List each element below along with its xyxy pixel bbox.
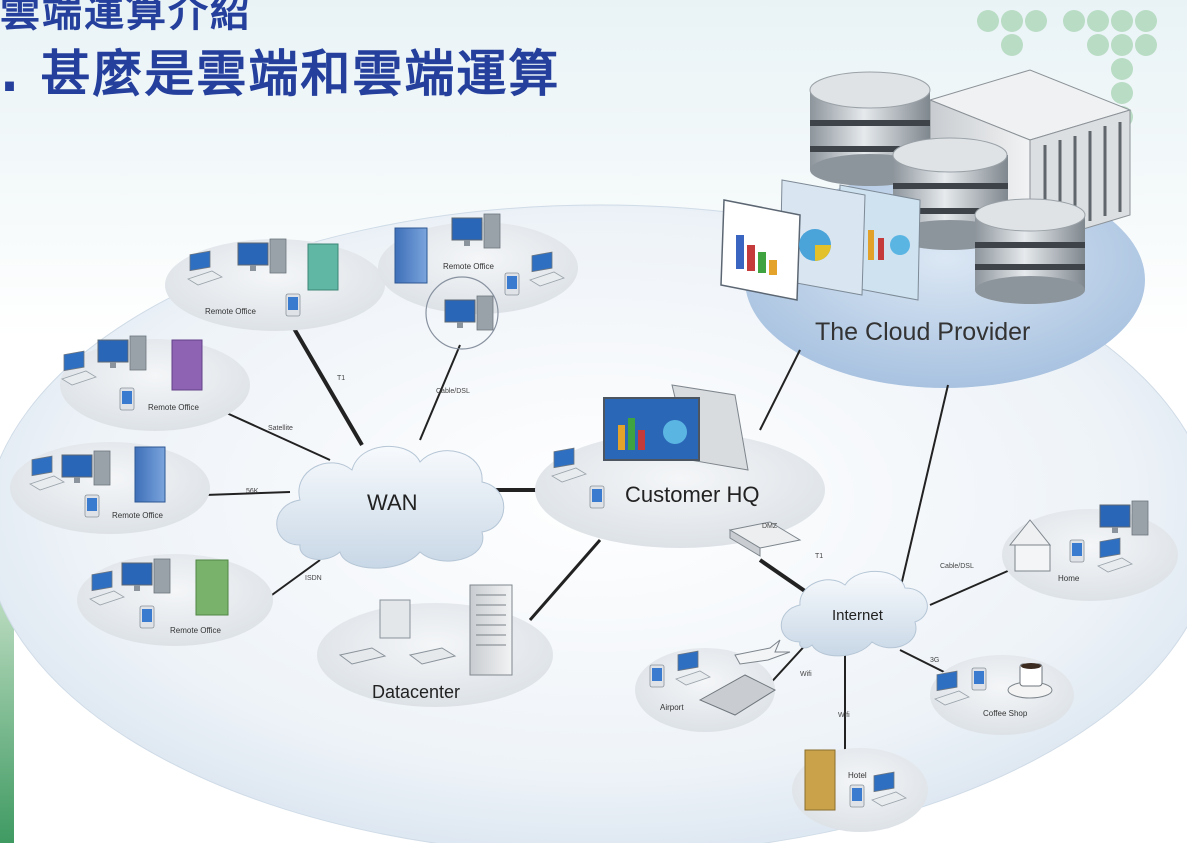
customer-hq-label: Customer HQ — [625, 482, 759, 507]
remote-office-3-ellipse — [60, 339, 250, 431]
remote-office-3-devices — [61, 335, 203, 411]
link-t1-wan: T1 — [337, 375, 345, 382]
dmz-device — [728, 521, 802, 557]
home-devices — [1008, 500, 1149, 573]
link-satellite: Satellite — [268, 425, 293, 432]
dmz-label: DMZ — [762, 523, 778, 530]
coffee-shop-devices — [934, 663, 1053, 706]
hotel-label: Hotel — [848, 771, 867, 780]
remote-office-3-label: Remote Office — [148, 403, 200, 412]
datacenter-label: Datacenter — [372, 682, 460, 702]
wan-label: WAN — [367, 490, 418, 515]
remote-office-4-label: Remote Office — [112, 511, 164, 520]
remote-office-5-devices — [89, 558, 229, 629]
cloud-provider-label: The Cloud Provider — [815, 318, 1030, 346]
remote-office-4-devices — [29, 446, 166, 518]
airport-devices — [649, 639, 791, 716]
app-window-charts — [720, 179, 921, 301]
internet-cloud — [780, 571, 928, 657]
airport-label: Airport — [660, 703, 684, 712]
highlight-circle — [425, 276, 499, 350]
link-isdn: ISDN — [305, 575, 322, 582]
remote-office-2-devices — [394, 213, 565, 331]
link-cable-dsl-home: Cable/DSL — [940, 563, 974, 570]
link-56k: 56K — [246, 488, 259, 495]
remote-office-2-ellipse — [378, 222, 578, 314]
database-cylinder-3 — [974, 198, 1086, 304]
datacenter-devices — [338, 584, 513, 676]
link-t1-internet: T1 — [815, 553, 823, 560]
link-wifi-airport: Wifi — [800, 671, 812, 678]
link-cable-dsl-wan: Cable/DSL — [436, 388, 470, 395]
slide-subtitle: . 甚麼是雲端和雲端運算 — [0, 45, 561, 103]
wan-cloud — [276, 445, 505, 569]
remote-office-1-devices — [187, 238, 339, 317]
left-accent-band — [0, 560, 14, 843]
hotel-devices — [804, 749, 907, 811]
link-wifi-hotel: Wifi — [838, 712, 850, 719]
remote-office-2-label: Remote Office — [443, 262, 495, 271]
customer-hq-devices — [551, 384, 749, 509]
home-label: Home — [1058, 574, 1080, 583]
link-3g: 3G — [930, 657, 939, 664]
slide-title: 雲端運算介紹 — [0, 0, 252, 36]
remote-office-5-label: Remote Office — [170, 626, 222, 635]
remote-office-1-label: Remote Office — [205, 307, 257, 316]
internet-label: Internet — [832, 607, 884, 624]
coffee-shop-label: Coffee Shop — [983, 709, 1028, 718]
